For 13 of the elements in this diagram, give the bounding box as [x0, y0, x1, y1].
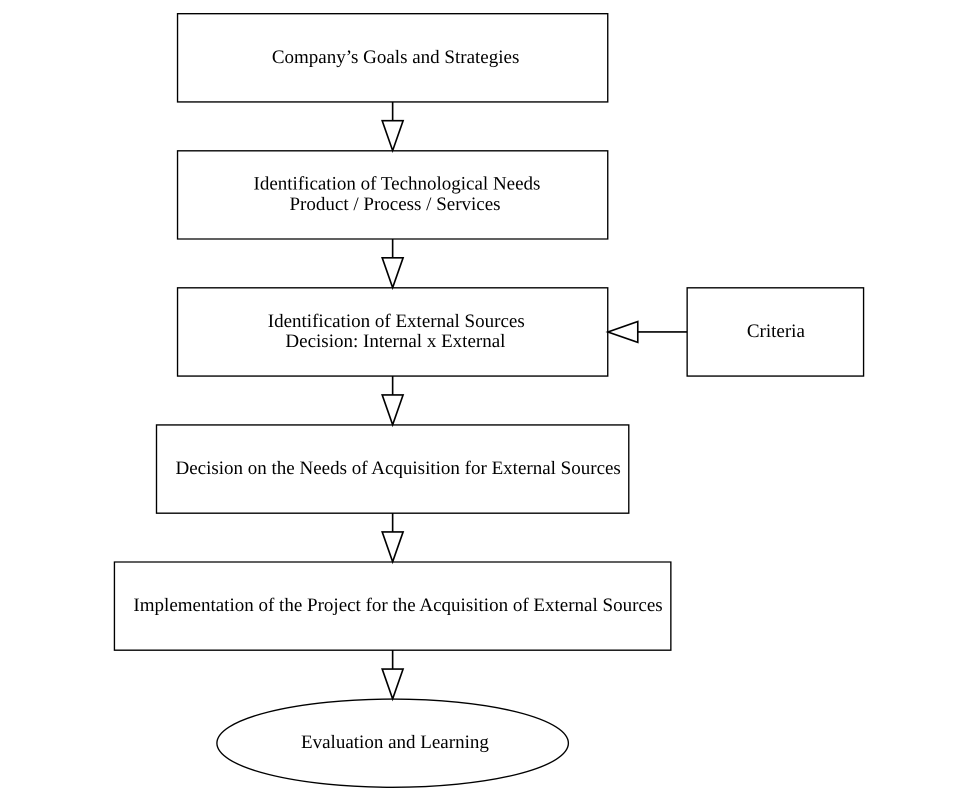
arrow	[605, 320, 688, 344]
arrow	[381, 102, 404, 154]
node-box: Implementation of the Project for the Acquisition of External Sources	[114, 561, 672, 651]
arrow	[381, 650, 404, 702]
node-box: Criteria	[686, 287, 864, 377]
node-box: Identification of Technological Needs Product / Process / Services	[176, 150, 608, 240]
node-box: Decision on the Needs of Acquisition for External Sources	[156, 424, 630, 514]
arrow	[381, 513, 404, 564]
node-ellipse: Evaluation and Learning	[216, 698, 570, 788]
arrow	[381, 239, 404, 290]
node-box: Company’s Goals and Strategies	[176, 13, 608, 103]
node-box: Identification of External Sources Decision: Internal x External	[176, 287, 608, 377]
arrow	[381, 376, 404, 428]
